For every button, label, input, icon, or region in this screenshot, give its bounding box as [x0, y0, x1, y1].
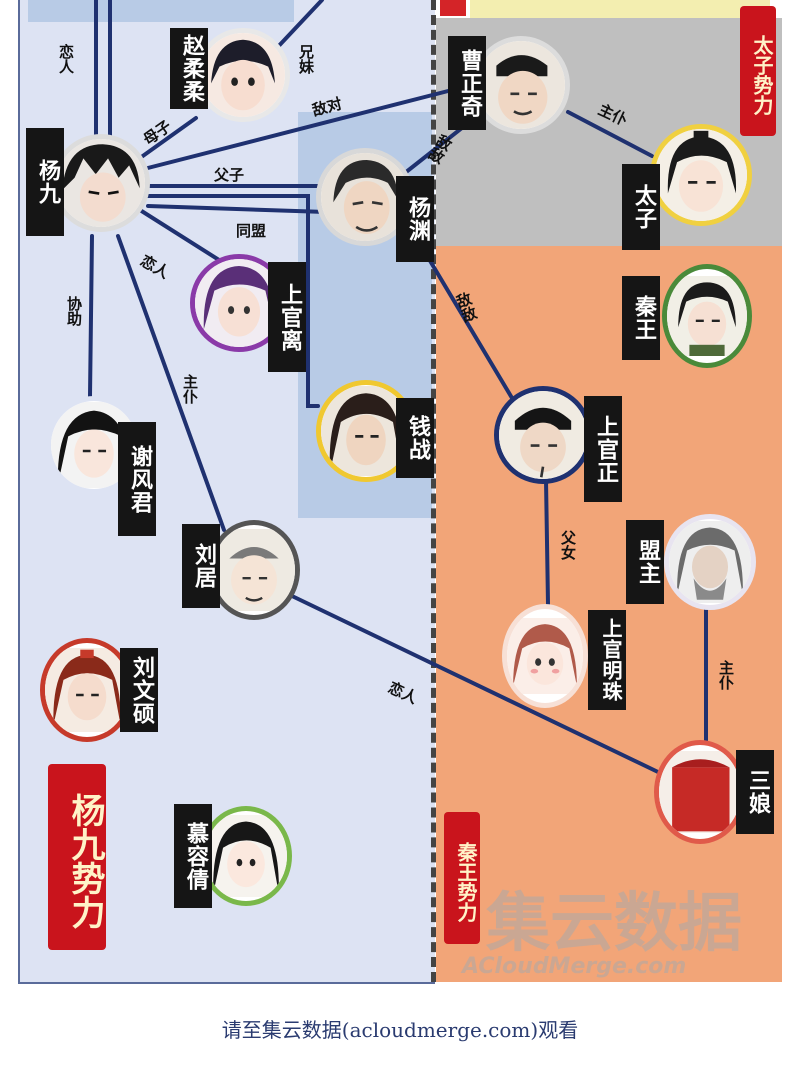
taizi-label: 太子 [622, 164, 660, 250]
relation-siblings: 兄妹 [297, 44, 315, 74]
line-yang9-yangyuan2 [146, 204, 328, 214]
line-yangyuan-shangguanzheng [418, 242, 514, 400]
relation-lovers-top: 恋人 [57, 44, 75, 74]
liu-wenshuo-label: 刘文硕 [120, 648, 158, 732]
line-yang9-xie [88, 234, 94, 398]
relation-alliance: 同盟 [236, 222, 267, 240]
line-yangyuan-cao [394, 118, 474, 182]
relation-master-servant-low: 主仆 [717, 660, 735, 690]
taizi-faction-tag: 太子势力 [740, 6, 776, 136]
watermark-small: ACloudMerge.com [462, 954, 687, 979]
qin-wang-label: 秦王 [622, 276, 660, 360]
relation-father-son: 父子 [214, 166, 245, 184]
yang-jiu-label: 杨九 [26, 128, 64, 236]
cao-zhengqi-label: 曹正奇 [448, 36, 486, 130]
relation-father-daughter: 父女 [559, 530, 577, 560]
line-shangguanzheng-mz [544, 478, 550, 606]
shangguan-mingzhu-label: 上官明珠 [588, 610, 626, 710]
faction-divider [431, 0, 436, 982]
line-liuju-sanniang [290, 594, 660, 774]
relation-assist: 协助 [65, 296, 83, 326]
top-red-tab [440, 0, 466, 16]
murong-qian-portrait [200, 806, 292, 906]
yang-jiu-portrait [52, 134, 150, 232]
yang9-faction-tag: 杨九势力 [48, 764, 106, 950]
top-yellow-strip [470, 0, 770, 18]
shangguan-zheng-label: 上官正 [584, 396, 622, 502]
zhao-rourou-portrait [196, 28, 290, 122]
san-niang-portrait [654, 740, 746, 844]
line-yang9-cao [138, 88, 454, 172]
murong-qian-label: 慕容倩 [174, 804, 212, 908]
qin-wang-portrait [662, 264, 752, 368]
watermark-big: 集云数据 [486, 887, 742, 961]
shangguan-mingzhu-portrait [502, 604, 588, 708]
taizi-portrait [650, 124, 752, 226]
qian-zhan-label: 钱战 [396, 398, 434, 478]
yang-yuan-label: 杨渊 [396, 176, 434, 262]
zhao-rourou-label: 赵柔柔 [170, 28, 208, 109]
relation-master-servant-left: 主仆 [181, 374, 199, 404]
footer-notice[interactable]: 请至集云数据(acloudmerge.com)观看 [221, 1018, 579, 1042]
line-yang9-qianzhan [138, 194, 320, 408]
cao-zhengqi-portrait [472, 36, 570, 134]
relationship-lines [88, 0, 708, 774]
line-yang9-zhao [138, 116, 198, 160]
mengzhu-label: 盟主 [626, 520, 664, 604]
shangguan-li-label: 上官离 [268, 262, 306, 372]
san-niang-label: 三娘 [736, 750, 774, 834]
mengzhu-portrait [664, 514, 756, 610]
qinwang-faction-tag: 秦王势力 [444, 812, 480, 944]
liu-ju-portrait [208, 520, 300, 620]
xie-fengjun-label: 谢风君 [118, 422, 156, 536]
shangguan-zheng-portrait [494, 386, 592, 484]
liu-ju-label: 刘居 [182, 524, 220, 608]
liu-wenshuo-portrait [40, 638, 134, 742]
relationship-diagram: 赵柔柔 杨九 曹正奇 杨渊 太子 上官离 秦王 钱战 谢风君 上官正 刘居 盟主 [18, 0, 782, 984]
line-yang9-liuju [116, 234, 226, 532]
line-cao-taizi [566, 110, 654, 158]
